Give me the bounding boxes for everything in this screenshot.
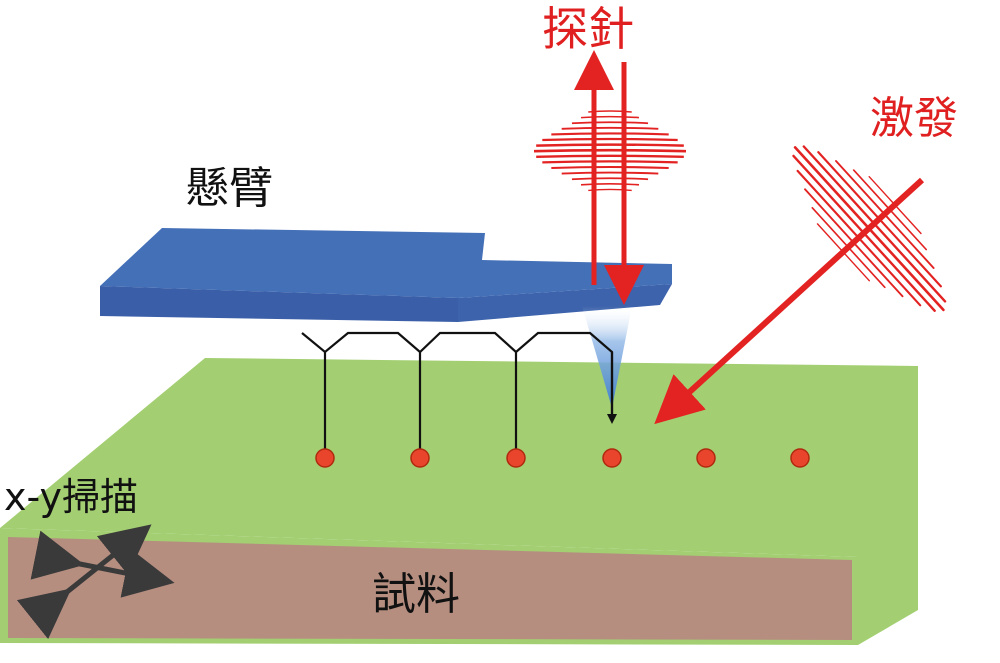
scan-points	[315, 448, 810, 468]
xy-scan-label: x-y掃描	[4, 475, 139, 519]
probe-wave-line	[536, 143, 684, 147]
scan-arrow-diagonal	[16, 524, 152, 640]
excitation-wave-line	[792, 154, 936, 312]
excitation-wave-line	[852, 169, 928, 251]
probe-wave-line	[580, 115, 640, 119]
sample-right-face	[858, 540, 918, 645]
excitation-wave-line	[793, 146, 945, 312]
probe-wave-line	[542, 160, 678, 164]
probe-wave-packet	[533, 110, 687, 192]
sample-body	[8, 537, 852, 640]
probe-wave-line	[533, 148, 687, 153]
probe-wave-line	[561, 126, 659, 130]
probe-tip	[582, 306, 632, 408]
probe-wave-line	[542, 137, 678, 142]
excitation-wave-packet	[792, 145, 947, 312]
excitation-wave-line	[796, 169, 922, 307]
connection-lines	[301, 331, 617, 458]
scan-point	[790, 448, 810, 468]
excitation-wave-line	[817, 151, 942, 288]
probe-wave-line	[588, 110, 632, 113]
probe-wave-line	[536, 154, 684, 159]
probe-wave-line	[571, 121, 649, 125]
probe-wave-line	[588, 188, 632, 192]
excitation-beam	[654, 145, 947, 425]
scan-point	[410, 448, 430, 468]
scan-point	[696, 448, 716, 468]
excitation-wave-line	[811, 206, 886, 289]
probe-wave-line	[561, 171, 659, 175]
probe-wave-line	[551, 132, 669, 136]
excitation-wave-line	[835, 160, 935, 269]
cantilever-label: 懸臂	[185, 163, 273, 214]
cantilever-front	[100, 286, 458, 322]
scan-point	[506, 448, 526, 468]
excitation-arrow	[654, 177, 925, 425]
excitation-wave-line	[816, 223, 870, 282]
xy-scan-arrows	[16, 524, 175, 640]
excitation-label: 激發	[870, 93, 958, 144]
probe-beam	[533, 50, 687, 305]
sample-label: 試料	[372, 569, 460, 620]
excitation-wave-line	[802, 145, 947, 303]
probe-label: 探針	[542, 2, 634, 56]
probe-wave-line	[580, 183, 640, 186]
excitation-wave-line	[804, 188, 904, 298]
probe-wave-line	[551, 165, 669, 170]
cantilever-top	[100, 228, 672, 298]
scan-point	[602, 448, 622, 468]
scan-point	[315, 448, 335, 468]
excitation-wave-line	[868, 175, 922, 235]
probe-wave-line	[571, 177, 649, 181]
cantilever	[100, 228, 672, 322]
